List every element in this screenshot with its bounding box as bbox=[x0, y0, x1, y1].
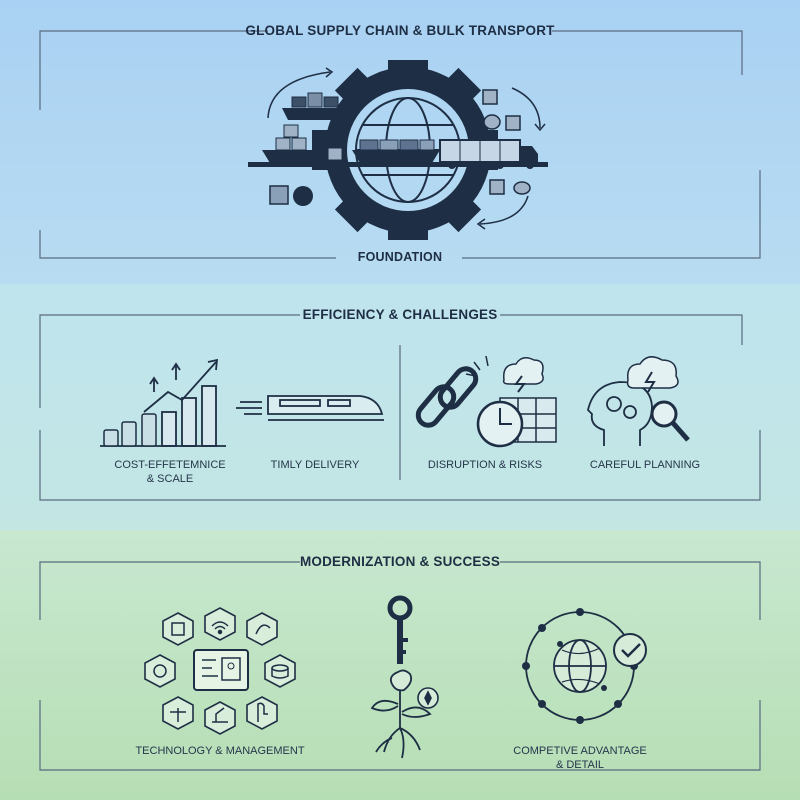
container-ship-icon bbox=[282, 92, 350, 120]
cube-icon bbox=[489, 179, 531, 195]
clock-icon bbox=[476, 400, 524, 448]
robot-arm-icon bbox=[204, 701, 236, 735]
section-heading-modernization: MODERNIZATION & SUCCESS bbox=[299, 554, 501, 569]
gear-hex-icon bbox=[144, 654, 176, 688]
check-icon bbox=[613, 633, 647, 667]
storm-cloud-icon bbox=[626, 356, 679, 393]
container-ship-icon bbox=[352, 139, 440, 163]
sprout-icon bbox=[370, 669, 432, 759]
modernization-band bbox=[0, 530, 800, 800]
touch-icon bbox=[246, 696, 278, 730]
truck-icon bbox=[439, 139, 538, 169]
cargo-ship-icon bbox=[262, 124, 343, 163]
item-label-competitive-advantage: COMPETIVE ADVANTAGE & DETAIL bbox=[513, 745, 647, 771]
chip-icon bbox=[162, 612, 194, 646]
key-icon bbox=[387, 595, 413, 664]
transport-line bbox=[248, 162, 548, 167]
compass-icon bbox=[417, 687, 439, 709]
magnifier-icon bbox=[650, 400, 690, 442]
head-gears-icon bbox=[587, 381, 653, 446]
coin-stack-icon bbox=[103, 413, 157, 447]
cube-icon bbox=[269, 185, 313, 206]
tablet-icon bbox=[193, 649, 249, 691]
wifi-icon bbox=[204, 607, 236, 641]
foundation-footer: FOUNDATION bbox=[357, 250, 443, 264]
item-label-disruption-risks: DISRUPTION & RISKS bbox=[427, 459, 543, 471]
satellite-icon bbox=[246, 612, 278, 646]
cycle-arrows bbox=[267, 67, 546, 230]
cube-icon bbox=[482, 89, 521, 131]
chain-link-icon bbox=[415, 366, 479, 428]
item-label-cost-effectiveness: COST-EFFETEMNICE & SCALE bbox=[114, 459, 226, 485]
item-label-technology-management: TECHNOLOGY & MANAGEMENT bbox=[135, 745, 305, 757]
item-label-timely-delivery: TIMLY DELIVERY bbox=[270, 459, 360, 471]
storm-cloud-icon bbox=[465, 355, 544, 393]
train-icon bbox=[236, 395, 384, 421]
bar-chart-icon bbox=[100, 358, 226, 447]
item-label-careful-planning: CAREFUL PLANNING bbox=[589, 459, 701, 471]
section-heading-efficiency: EFFICIENCY & CHALLENGES bbox=[302, 307, 498, 322]
hexagon-cluster bbox=[144, 607, 296, 735]
section-heading-foundation: GLOBAL SUPPLY CHAIN & BULK TRANSPORT bbox=[245, 23, 555, 38]
